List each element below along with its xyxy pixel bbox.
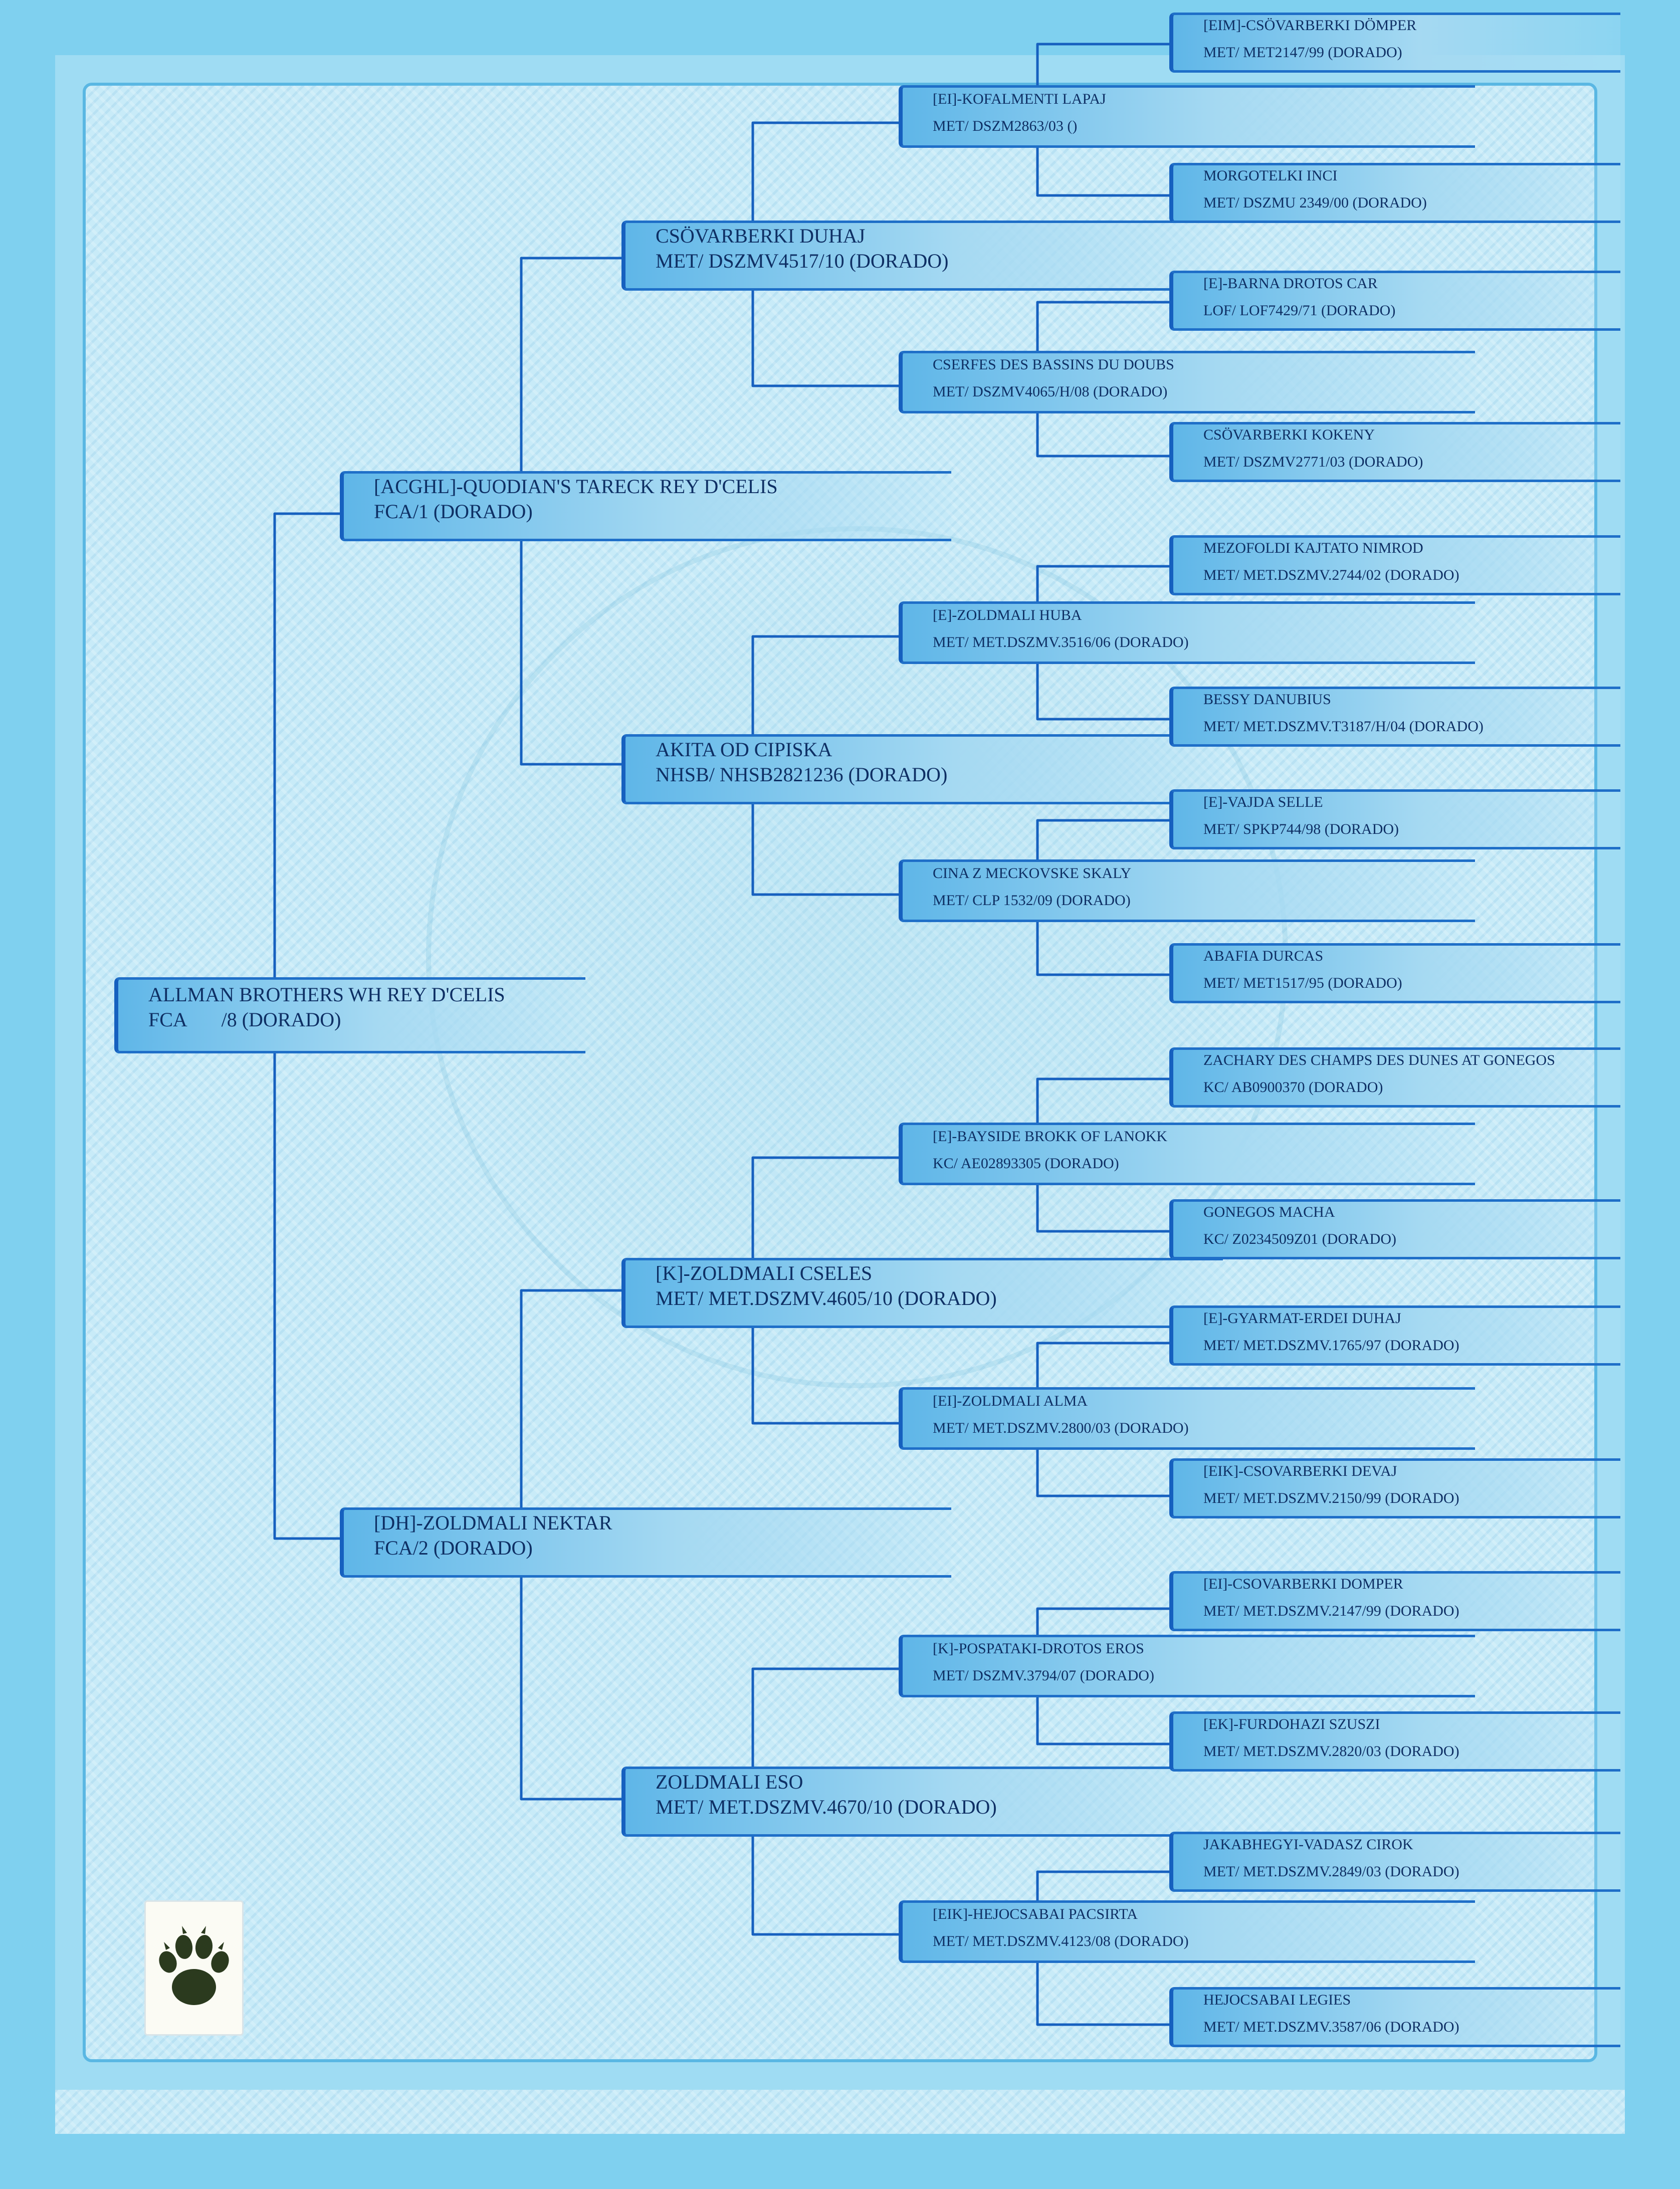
ancestor-registration: MET/ SPKP744/98 (DORADO) <box>1203 821 1399 837</box>
great-grandparent-name: [EI]-ZOLDMALI ALMA <box>933 1393 1088 1409</box>
great-grandparent-entry: CINA Z MECKOVSKE SKALY MET/ CLP 1532/09 … <box>899 859 1475 922</box>
great-grandparent-registration: KC/ AE02893305 (DORADO) <box>933 1155 1119 1172</box>
great-grandparent-name: [E]-BAYSIDE BROKK OF LANOKK <box>933 1128 1168 1145</box>
grandparent-entry: ZOLDMALI ESO MET/ MET.DSZMV.4670/10 (DOR… <box>621 1767 1223 1837</box>
great-grandparent-registration: MET/ CLP 1532/09 (DORADO) <box>933 892 1131 909</box>
grandparent-registration: NHSB/ NHSB2821236 (DORADO) <box>656 763 948 786</box>
great-grandparent-registration: MET/ DSZMV.3794/07 (DORADO) <box>933 1667 1154 1684</box>
ancestor-entry: MEZOFOLDI KAJTATO NIMROD MET/ MET.DSZMV.… <box>1169 535 1620 595</box>
ancestor-registration: LOF/ LOF7429/71 (DORADO) <box>1203 302 1396 319</box>
sire-registration: FCA/1 (DORADO) <box>374 500 533 523</box>
grandparent-name: ZOLDMALI ESO <box>656 1771 803 1793</box>
great-grandparent-registration: MET/ MET.DSZMV.3516/06 (DORADO) <box>933 634 1189 650</box>
ancestor-entry: ABAFIA DURCAS MET/ MET1517/95 (DORADO) <box>1169 943 1620 1003</box>
ancestor-name: [EIK]-CSOVARBERKI DEVAJ <box>1203 1463 1397 1479</box>
ancestor-name: MORGOTELKI INCI <box>1203 167 1338 184</box>
ancestor-entry: GONEGOS MACHA KC/ Z0234509Z01 (DORADO) <box>1169 1199 1620 1259</box>
ancestor-entry: [E]-VAJDA SELLE MET/ SPKP744/98 (DORADO) <box>1169 789 1620 849</box>
grandparent-registration: MET/ MET.DSZMV.4605/10 (DORADO) <box>656 1287 997 1309</box>
great-grandparent-name: [EI]-KOFALMENTI LAPAJ <box>933 91 1106 107</box>
ancestor-entry: MORGOTELKI INCI MET/ DSZMU 2349/00 (DORA… <box>1169 163 1620 223</box>
ancestor-registration: MET/ MET.DSZMV.2147/99 (DORADO) <box>1203 1603 1459 1619</box>
ancestor-entry: CSÖVARBERKI KOKENY MET/ DSZMV2771/03 (DO… <box>1169 422 1620 482</box>
ancestor-registration: MET/ MET2147/99 (DORADO) <box>1203 44 1402 61</box>
ancestor-entry: JAKABHEGYI-VADASZ CIROK MET/ MET.DSZMV.2… <box>1169 1832 1620 1892</box>
ancestor-name: CSÖVARBERKI KOKENY <box>1203 426 1375 443</box>
great-grandparent-entry: [E]-ZOLDMALI HUBA MET/ MET.DSZMV.3516/06… <box>899 601 1475 664</box>
ancestor-name: BESSY DANUBIUS <box>1203 691 1331 708</box>
ancestor-name: [E]-BARNA DROTOS CAR <box>1203 275 1378 292</box>
dam-registration: FCA/2 (DORADO) <box>374 1537 533 1559</box>
ancestor-registration: MET/ MET.DSZMV.2820/03 (DORADO) <box>1203 1743 1459 1760</box>
great-grandparent-entry: [EIK]-HEJOCSABAI PACSIRTA MET/ MET.DSZMV… <box>899 1900 1475 1963</box>
dam-entry: [DH]-ZOLDMALI NEKTAR FCA/2 (DORADO) <box>340 1507 951 1578</box>
ancestor-entry: [E]-GYARMAT-ERDEI DUHAJ MET/ MET.DSZMV.1… <box>1169 1305 1620 1366</box>
great-grandparent-registration: MET/ MET.DSZMV.2800/03 (DORADO) <box>933 1420 1189 1436</box>
ancestor-entry: [EIK]-CSOVARBERKI DEVAJ MET/ MET.DSZMV.2… <box>1169 1458 1620 1518</box>
great-grandparent-registration: MET/ DSZM2863/03 () <box>933 118 1078 134</box>
great-grandparent-name: [EIK]-HEJOCSABAI PACSIRTA <box>933 1906 1138 1922</box>
grandparent-entry: CSÖVARBERKI DUHAJ MET/ DSZMV4517/10 (DOR… <box>621 221 1223 291</box>
great-grandparent-name: CSERFES DES BASSINS DU DOUBS <box>933 356 1174 373</box>
ancestor-registration: MET/ MET.DSZMV.2150/99 (DORADO) <box>1203 1490 1459 1506</box>
dam-name: [DH]-ZOLDMALI NEKTAR <box>374 1511 612 1534</box>
ancestor-name: ABAFIA DURCAS <box>1203 948 1324 964</box>
grandparent-name: CSÖVARBERKI DUHAJ <box>656 225 866 247</box>
ancestor-registration: KC/ Z0234509Z01 (DORADO) <box>1203 1231 1396 1247</box>
great-grandparent-entry: [EI]-KOFALMENTI LAPAJ MET/ DSZM2863/03 (… <box>899 85 1475 148</box>
ancestor-entry: [EI]-CSOVARBERKI DOMPER MET/ MET.DSZMV.2… <box>1169 1571 1620 1631</box>
ancestor-registration: KC/ AB0900370 (DORADO) <box>1203 1079 1383 1096</box>
logo-card <box>144 1900 244 2036</box>
sire-entry: [ACGHL]-QUODIAN'S TARECK REY D'CELIS FCA… <box>340 471 951 541</box>
ancestor-registration: MET/ MET.DSZMV.T3187/H/04 (DORADO) <box>1203 718 1484 735</box>
ancestor-name: JAKABHEGYI-VADASZ CIROK <box>1203 1836 1413 1853</box>
ancestor-entry: [E]-BARNA DROTOS CAR LOF/ LOF7429/71 (DO… <box>1169 271 1620 331</box>
ancestor-registration: MET/ MET.DSZMV.1765/97 (DORADO) <box>1203 1337 1459 1354</box>
great-grandparent-name: [K]-POSPATAKI-DROTOS EROS <box>933 1640 1144 1657</box>
ancestor-registration: MET/ DSZMU 2349/00 (DORADO) <box>1203 194 1427 211</box>
great-grandparent-entry: [EI]-ZOLDMALI ALMA MET/ MET.DSZMV.2800/0… <box>899 1387 1475 1450</box>
dog-registration: FCA /8 (DORADO) <box>148 1008 341 1031</box>
watermark-emblem <box>426 526 1288 1388</box>
ancestor-name: [E]-VAJDA SELLE <box>1203 794 1323 810</box>
ancestor-name: ZACHARY DES CHAMPS DES DUNES AT GONEGOS <box>1203 1052 1555 1068</box>
ancestor-name: [EK]-FURDOHAZI SZUSZI <box>1203 1716 1380 1732</box>
ancestor-entry: [EIM]-CSÖVARBERKI DÖMPER MET/ MET2147/99… <box>1169 13 1620 73</box>
great-grandparent-entry: [K]-POSPATAKI-DROTOS EROS MET/ DSZMV.379… <box>899 1635 1475 1697</box>
grandparent-registration: MET/ MET.DSZMV.4670/10 (DORADO) <box>656 1796 997 1818</box>
ancestor-name: MEZOFOLDI KAJTATO NIMROD <box>1203 540 1423 556</box>
grandparent-entry: [K]-ZOLDMALI CSELES MET/ MET.DSZMV.4605/… <box>621 1258 1223 1328</box>
ancestor-name: HEJOCSABAI LEGIES <box>1203 1992 1351 2008</box>
great-grandparent-registration: MET/ MET.DSZMV.4123/08 (DORADO) <box>933 1933 1189 1949</box>
grandparent-name: [K]-ZOLDMALI CSELES <box>656 1262 873 1284</box>
ancestor-name: [EI]-CSOVARBERKI DOMPER <box>1203 1576 1403 1592</box>
grandparent-entry: AKITA OD CIPISKA NHSB/ NHSB2821236 (DORA… <box>621 734 1223 804</box>
ancestor-name: GONEGOS MACHA <box>1203 1204 1335 1220</box>
ancestor-name: [EIM]-CSÖVARBERKI DÖMPER <box>1203 17 1417 34</box>
great-grandparent-name: [E]-ZOLDMALI HUBA <box>933 607 1082 623</box>
ancestor-entry: ZACHARY DES CHAMPS DES DUNES AT GONEGOS … <box>1169 1047 1620 1108</box>
great-grandparent-entry: CSERFES DES BASSINS DU DOUBS MET/ DSZMV4… <box>899 351 1475 413</box>
ancestor-registration: MET/ MET.DSZMV.2849/03 (DORADO) <box>1203 1863 1459 1880</box>
ancestor-registration: MET/ MET.DSZMV.2744/02 (DORADO) <box>1203 567 1459 583</box>
ancestor-entry: BESSY DANUBIUS MET/ MET.DSZMV.T3187/H/04… <box>1169 687 1620 747</box>
ancestor-entry: [EK]-FURDOHAZI SZUSZI MET/ MET.DSZMV.282… <box>1169 1711 1620 1772</box>
pedigree-subject-entry: ALLMAN BROTHERS WH REY D'CELIS FCA /8 (D… <box>114 977 585 1053</box>
grandparent-registration: MET/ DSZMV4517/10 (DORADO) <box>656 250 949 272</box>
great-grandparent-entry: [E]-BAYSIDE BROKK OF LANOKK KC/ AE028933… <box>899 1123 1475 1185</box>
paw-print-icon <box>159 1926 229 2005</box>
great-grandparent-name: CINA Z MECKOVSKE SKALY <box>933 865 1132 882</box>
grandparent-name: AKITA OD CIPISKA <box>656 738 832 761</box>
dog-name: ALLMAN BROTHERS WH REY D'CELIS <box>148 983 505 1006</box>
ancestor-registration: MET/ MET1517/95 (DORADO) <box>1203 975 1402 991</box>
ancestor-name: [E]-GYARMAT-ERDEI DUHAJ <box>1203 1310 1401 1327</box>
ancestor-entry: HEJOCSABAI LEGIES MET/ MET.DSZMV.3587/06… <box>1169 1987 1620 2047</box>
great-grandparent-registration: MET/ DSZMV4065/H/08 (DORADO) <box>933 383 1168 400</box>
ancestor-registration: MET/ DSZMV2771/03 (DORADO) <box>1203 454 1423 470</box>
ancestor-registration: MET/ MET.DSZMV.3587/06 (DORADO) <box>1203 2019 1459 2035</box>
sire-name: [ACGHL]-QUODIAN'S TARECK REY D'CELIS <box>374 475 778 498</box>
